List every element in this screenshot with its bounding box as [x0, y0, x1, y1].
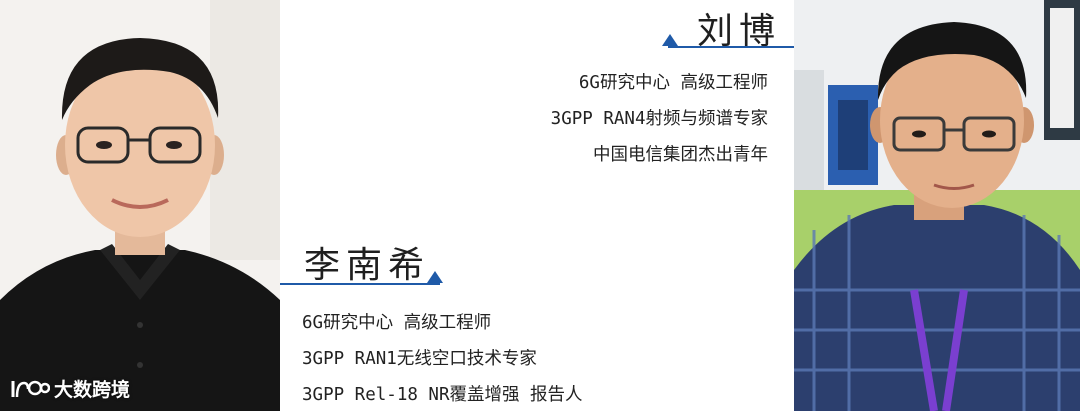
watermark: 大数跨境 — [10, 375, 130, 402]
portrait-illustration-right — [794, 0, 1080, 411]
name-underline — [280, 283, 440, 285]
title-line: 3GPP RAN4射频与频谱专家 — [550, 109, 768, 129]
name-underline — [668, 46, 794, 48]
accent-triangle-icon — [427, 271, 443, 283]
person-name-li: 李南希 — [304, 245, 431, 286]
portrait-illustration-left — [0, 0, 280, 411]
person-titles-li: 6G研究中心 高级工程师 3GPP RAN1无线空口技术专家 3GPP Rel-… — [302, 305, 583, 413]
portrait-photo-left — [0, 0, 280, 411]
person-titles-liu: 6G研究中心 高级工程师 3GPP RAN4射频与频谱专家 中国电信集团杰出青年 — [551, 65, 768, 173]
title-line: 6G研究中心 高级工程师 — [302, 313, 492, 333]
title-line: 6G研究中心 高级工程师 — [578, 73, 768, 93]
title-line: 中国电信集团杰出青年 — [593, 145, 768, 165]
portrait-photo-right — [794, 0, 1080, 411]
person-name-liu: 刘博 — [697, 11, 782, 52]
watermark-text: 大数跨境 — [54, 379, 131, 401]
accent-triangle-icon — [662, 34, 678, 46]
title-line: 3GPP Rel-18 NR覆盖增强 报告人 — [302, 385, 583, 405]
title-line: 3GPP RAN1无线空口技术专家 — [302, 349, 537, 369]
brand-logo-icon — [11, 380, 50, 397]
